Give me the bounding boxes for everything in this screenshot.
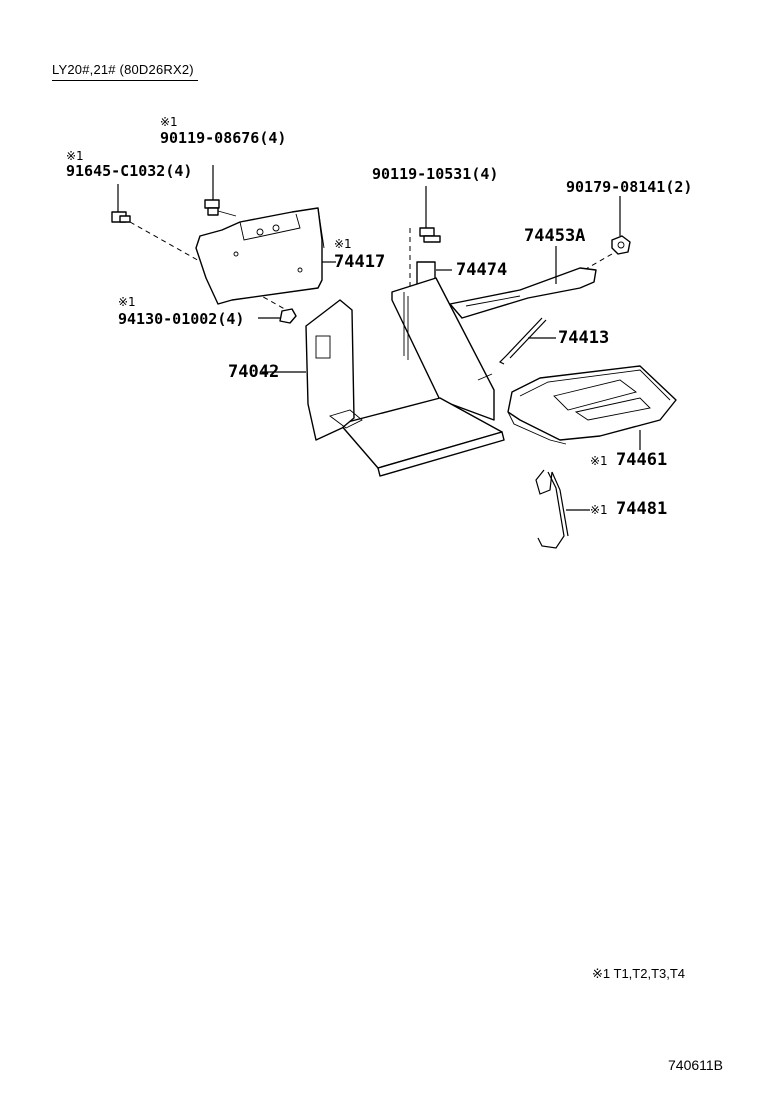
bolt-90119-10531-icon <box>409 186 441 300</box>
part-label-74474: 74474 <box>456 260 508 280</box>
part-11-footnote-mark: ※1 <box>590 454 608 468</box>
diagram-code: 740611B <box>668 1057 724 1073</box>
part-label-90179-08141: 90179-08141(2) <box>566 178 693 196</box>
rod-74413-icon <box>498 317 556 365</box>
nut-94130-01002-icon <box>258 308 297 324</box>
part-8-footnote-mark: ※1 <box>118 295 136 309</box>
battery-cover-74461-icon <box>507 365 677 450</box>
clamp-74453a-icon <box>449 246 597 319</box>
part-6-footnote-mark: ※1 <box>334 237 352 251</box>
part-label-90119-10531: 90119-10531(4) <box>372 165 499 183</box>
footnote-legend: ※1 T1,T2,T3,T4 <box>592 966 686 981</box>
bolt-90119-08676-icon <box>204 165 237 217</box>
hook-74481-icon <box>535 469 590 549</box>
battery-tray-74042-icon <box>262 277 505 477</box>
part-label-94130-01002: 94130-01002(4) <box>118 310 245 328</box>
model-applicability-label: LY20#,21# (80D26RX2) <box>52 62 198 81</box>
nut-90179-08141-icon <box>583 196 631 271</box>
part-label-74042: 74042 <box>228 362 280 382</box>
part-label-74413: 74413 <box>558 328 610 348</box>
part-label-90119-08676: 90119-08676(4) <box>160 129 287 147</box>
part-1-footnote-mark: ※1 <box>160 115 178 129</box>
part-12-footnote-mark: ※1 <box>590 503 608 517</box>
part-label-74481: 74481 <box>616 499 668 519</box>
part-2-footnote-mark: ※1 <box>66 149 84 163</box>
part-label-74453a: 74453A <box>524 226 586 246</box>
bracket-74417-icon <box>195 207 336 305</box>
part-label-74461: 74461 <box>616 450 668 470</box>
part-label-74417: 74417 <box>334 252 386 272</box>
part-label-91645-c1032: 91645-C1032(4) <box>66 162 193 180</box>
